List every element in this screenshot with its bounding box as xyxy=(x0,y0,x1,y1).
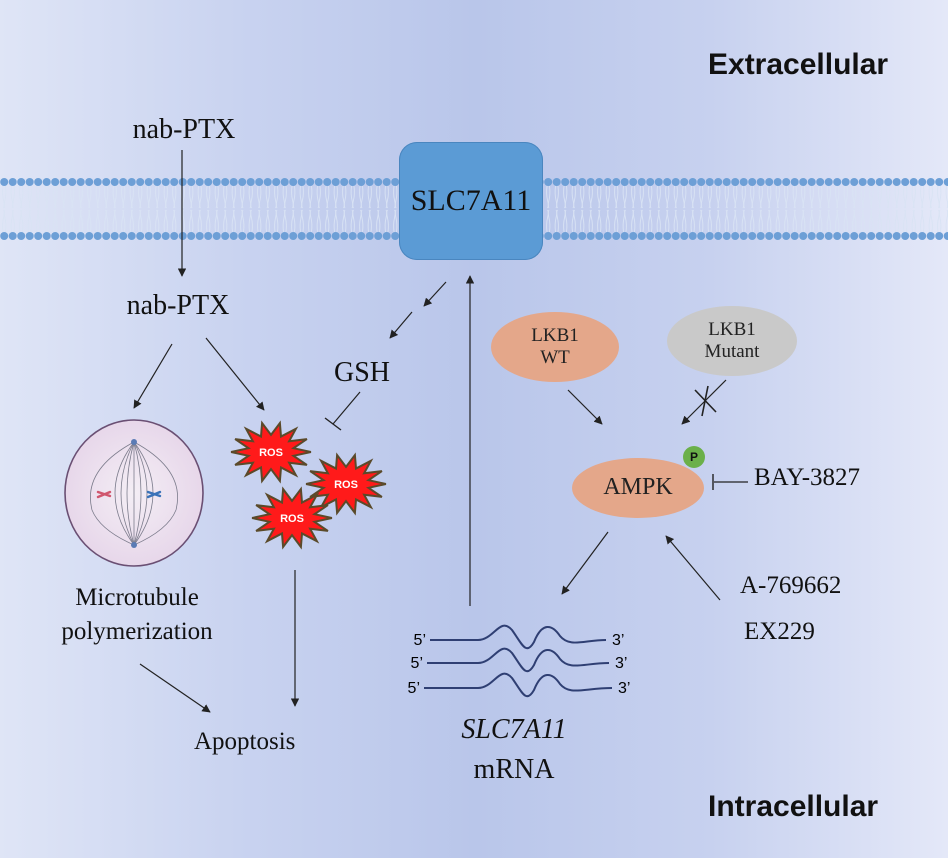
ros-label: ROS xyxy=(334,479,358,491)
mrna-three-prime-label: 3’ xyxy=(612,632,624,649)
ros-label: ROS xyxy=(259,447,283,459)
mrna-strand xyxy=(424,672,613,698)
block-cross-2 xyxy=(701,385,709,417)
lkb1-wt-node: LKB1 WT xyxy=(491,312,619,382)
mrna-three-prime-label: 3’ xyxy=(615,655,627,672)
arrow-microtubule-to-apoptosis xyxy=(139,663,211,713)
bay-3827-label: BAY-3827 xyxy=(754,464,861,491)
lkb1-mutant-line2: Mutant xyxy=(704,341,760,362)
arrow-nab-ptx-to-ros xyxy=(205,337,265,411)
slc7a11-label: SLC7A11 xyxy=(410,184,532,217)
inhibit-gsh-ros-bar xyxy=(324,417,342,431)
mrna-five-prime-label: 5’ xyxy=(408,680,420,697)
microtubule-caption-line2: polymerization xyxy=(61,618,213,645)
ros-group: ROS ROS ROS xyxy=(230,420,387,550)
microtubule-caption-line1: Microtubule xyxy=(75,584,199,611)
a-769662-label: A-769662 xyxy=(740,572,842,599)
ex229-label: EX229 xyxy=(744,618,815,645)
lkb1-wt-line1: LKB1 xyxy=(531,325,579,347)
mrna-gene-label: SLC7A11 xyxy=(461,714,567,745)
arrow-slc7a11-to-gsh-2 xyxy=(389,311,413,339)
phosphorylation-badge: P xyxy=(683,446,705,468)
nab-ptx-intracellular-label: nab-PTX xyxy=(126,290,230,321)
mitotic-cell-illustration xyxy=(64,419,204,567)
mrna-five-prime-label: 5’ xyxy=(411,655,423,672)
mrna-label: mRNA xyxy=(473,754,555,785)
mrna-five-prime-label: 5’ xyxy=(414,632,426,649)
ros-label: ROS xyxy=(280,513,304,525)
extracellular-label: Extracellular xyxy=(708,48,889,81)
gsh-label: GSH xyxy=(334,357,391,388)
inhibit-gsh-ros xyxy=(332,391,361,425)
ros-burst xyxy=(230,420,312,484)
arrow-slc7a11-to-gsh-1 xyxy=(423,281,447,307)
lkb1-mutant-line1: LKB1 xyxy=(708,319,756,341)
mrna-strand xyxy=(427,647,610,673)
ampk-node: AMPK xyxy=(572,458,704,518)
lkb1-wt-line2: WT xyxy=(540,347,570,368)
ros-burst xyxy=(251,486,333,550)
arrow-nab-ptx-to-microtubule xyxy=(133,343,173,409)
ampk-label: AMPK xyxy=(603,474,673,501)
ros-burst xyxy=(305,452,387,516)
mrna-three-prime-label: 3’ xyxy=(618,680,630,697)
arrow-lkb1-wt-to-ampk xyxy=(567,389,603,425)
arrow-ampk-to-mrna xyxy=(561,531,609,595)
slc7a11-transporter: SLC7A11 xyxy=(399,142,543,260)
apoptosis-label: Apoptosis xyxy=(194,728,296,755)
mrna-strand xyxy=(430,624,607,650)
arrow-activators-to-ampk xyxy=(665,535,721,601)
nab-ptx-extracellular-label: nab-PTX xyxy=(132,114,236,145)
slc7a11-mrna-strands: 5’ 3’ 5’ 3’ 5’ 3’ xyxy=(408,624,630,698)
intracellular-label: Intracellular xyxy=(708,790,879,823)
lkb1-mutant-node: LKB1 Mutant xyxy=(667,306,797,376)
